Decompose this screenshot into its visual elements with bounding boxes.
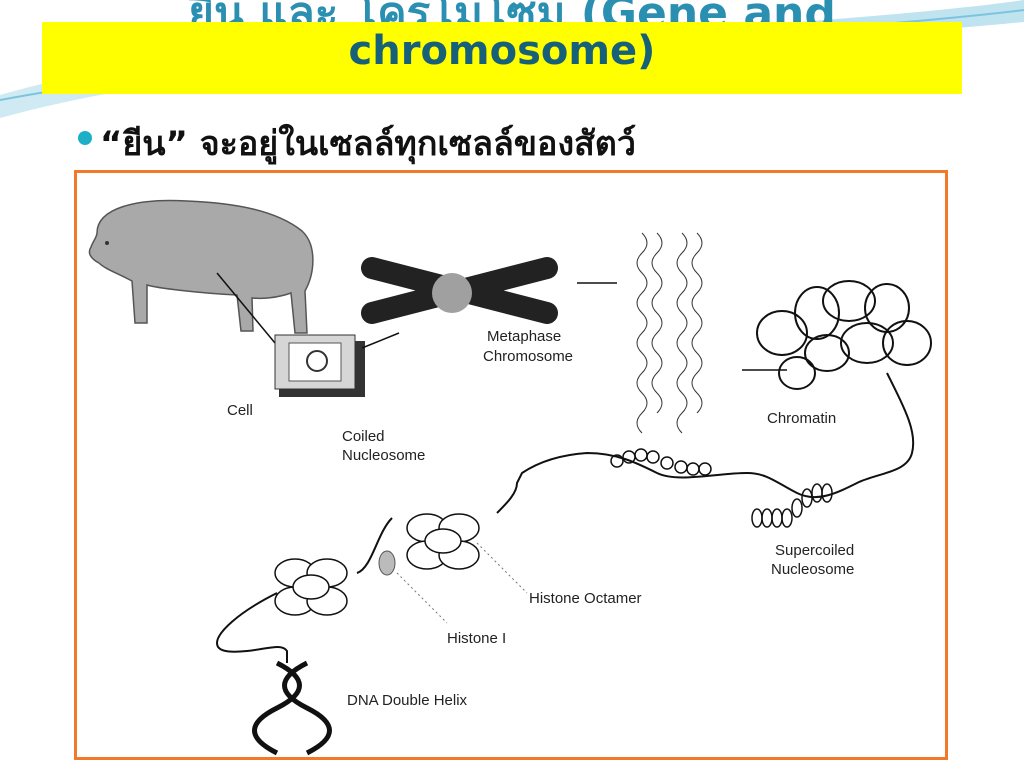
pig-to-cell-arrow [216, 272, 276, 344]
diagram-frame: Cell Metaphase Chromosome Chromatin Coil… [74, 170, 948, 760]
histone-i-bead [378, 550, 396, 576]
linker-dna [215, 517, 393, 663]
slide-title-line2: chromosome) [348, 28, 656, 74]
label-cell: Cell [227, 402, 253, 419]
label-supercoiled-1: Supercoiled [775, 542, 854, 559]
pointer-histone-i [396, 572, 448, 624]
bullet-item: “ยีน” จะอยู่ในเซลล์ทุกเซลล์ของสัตว์ [78, 118, 636, 168]
label-coiled-2: Nucleosome [342, 447, 425, 464]
dna-strand [496, 372, 915, 514]
cell-illustration [274, 334, 365, 397]
pig-illustration [88, 199, 314, 334]
dna-double-helix-illustration [252, 660, 332, 756]
pointer-histone-octamer [476, 542, 528, 594]
label-dna: DNA Double Helix [347, 692, 468, 709]
label-chromatin: Chromatin [767, 410, 836, 427]
label-histone-i: Histone I [447, 630, 506, 647]
label-metaphase-1: Metaphase [487, 328, 561, 345]
metaphase-chromosome-illustration [361, 257, 558, 324]
label-histone-octamer: Histone Octamer [529, 590, 642, 607]
title-highlight-box [42, 22, 962, 94]
label-metaphase-2: Chromosome [483, 348, 573, 365]
condensed-chromatin-illustration [636, 232, 703, 434]
supercoiled-nucleosome-coils [751, 483, 833, 528]
chromatin-loops-illustration [756, 280, 932, 390]
histone-octamer-cluster-upper [406, 513, 480, 570]
label-coiled-1: Coiled [342, 428, 385, 445]
coiled-nucleosome-beads [610, 448, 712, 476]
bullet-text: “ยีน” จะอยู่ในเซลล์ทุกเซลล์ของสัตว์ [100, 124, 636, 164]
cell-to-chromosome-arrow [361, 332, 400, 349]
label-supercoiled-2: Nucleosome [771, 561, 854, 578]
bullet-dot-icon [78, 131, 92, 145]
histone-octamer-cluster-lower [274, 558, 348, 616]
chromosome-diagram: Cell Metaphase Chromosome Chromatin Coil… [88, 199, 932, 756]
